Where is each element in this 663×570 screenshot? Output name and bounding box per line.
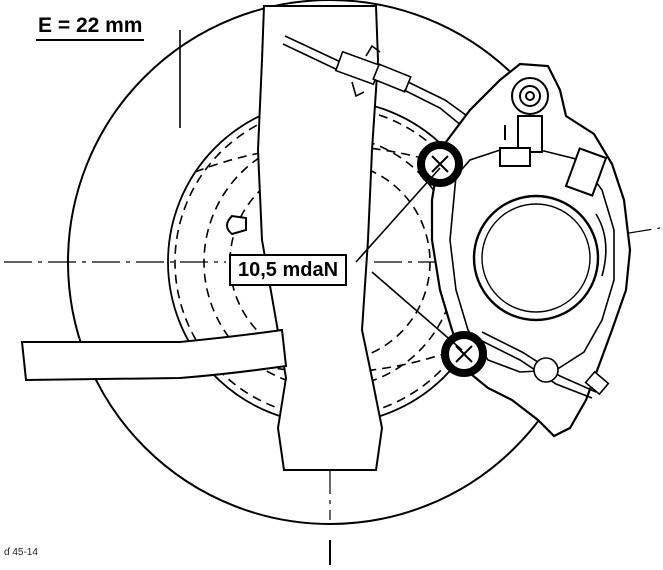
steering-knuckle — [256, 5, 384, 471]
guide-pin — [564, 147, 608, 197]
tightening-torque-label: 10,5 mdaN — [229, 254, 348, 286]
pad-spring — [595, 213, 607, 277]
brake-hose — [282, 35, 471, 127]
calliper-piston — [472, 194, 600, 322]
knuckle-slot — [226, 214, 247, 236]
upper-mounting-bolt — [417, 141, 463, 187]
disc-thickness-label: E = 22 mm — [36, 14, 145, 41]
steering-arm — [20, 328, 288, 382]
leader-lines — [179, 30, 463, 351]
wear-indicator-wire — [479, 331, 610, 399]
figure-reference: ɗ 45-14 — [4, 547, 38, 558]
bleed-screw — [499, 77, 549, 167]
calliper-piston-inner — [481, 203, 591, 313]
